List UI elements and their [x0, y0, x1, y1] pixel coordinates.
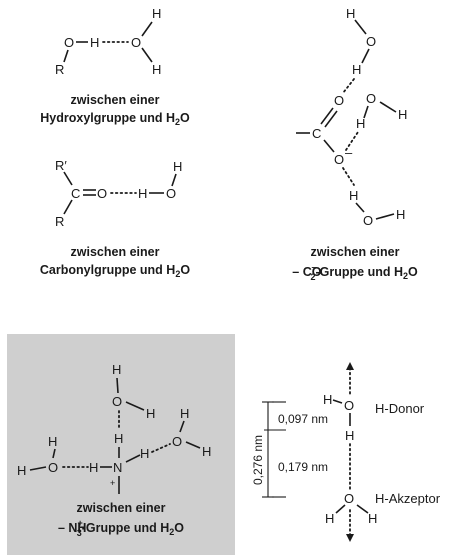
bond-water1-h1: [354, 19, 367, 35]
panel-carbonyl: R′ C O R H O H zwischen einer Carbonylgr…: [40, 158, 190, 279]
bond-water1-h2: [125, 401, 145, 411]
atom-water1-o: O: [366, 34, 376, 49]
atom-acceptor-h1: H: [325, 511, 334, 526]
atom-water1-h1: H: [112, 362, 121, 377]
hbond-carboxylate-2: [345, 131, 359, 151]
atom-water2-o: O: [48, 460, 58, 475]
atom-r-prime: R′: [55, 158, 67, 173]
atom-water-h1: H: [152, 6, 161, 21]
atom-water3-h2: H: [396, 207, 405, 222]
atom-water1-h2: H: [146, 406, 155, 421]
atom-carboxylate-c: C: [312, 126, 321, 141]
atom-water1-h2: H: [352, 62, 361, 77]
bond-c-o2: [323, 139, 335, 153]
atom-donor-h1: H: [323, 392, 332, 407]
atom-ammonium-h2: H: [89, 460, 98, 475]
bond-donor-h1: [332, 399, 343, 404]
label-hbond-distance: 0,179 nm: [278, 460, 328, 474]
caption-hydroxyl-line2: Hydroxylgruppe und H2O: [40, 111, 190, 127]
charge-plus: +: [110, 478, 115, 488]
bond-water-o-h: [171, 173, 177, 187]
bond-c-r: [63, 199, 73, 215]
atom-water1-o: O: [112, 394, 122, 409]
atom-water2-o: O: [366, 91, 376, 106]
bond-water1-h1: [116, 377, 119, 394]
bond-acceptor-h2: [356, 504, 369, 514]
arrowhead-down: [346, 534, 354, 542]
bond-water1-h2: [361, 48, 370, 64]
panel-hydroxyl: O H O H H R zwischen einer Hydroxylgrupp…: [40, 6, 190, 127]
caption-carboxylate-line2: – CO–2-Gruppe und H2O: [292, 262, 418, 282]
bond-acceptor-h1: [335, 504, 346, 514]
bond-water-h2: [141, 47, 153, 63]
bond-water3-h1: [355, 202, 365, 213]
caption-ammonium-line1: zwischen einer: [77, 501, 166, 515]
bond-water3-h2: [375, 213, 395, 220]
atom-water-h2: H: [152, 62, 161, 77]
atom-water3-h1: H: [180, 406, 189, 421]
atom-water-h: H: [138, 186, 147, 201]
atom-hydroxyl-o: O: [64, 35, 74, 50]
atom-water3-h2: H: [202, 444, 211, 459]
bond-c-o1-b: [324, 110, 338, 128]
panel-carboxylate: H O H O C O – H O H H O H zwischen einer…: [292, 6, 418, 282]
label-h-akzeptor: H-Akzeptor: [375, 491, 441, 506]
atom-carboxylate-o1: O: [334, 93, 344, 108]
atom-water-o: O: [166, 186, 176, 201]
bond-water2-h1: [52, 448, 56, 459]
caption-carbonyl-line1: zwischen einer: [71, 245, 160, 259]
hbond-carboxylate-1: [342, 78, 355, 94]
atom-acceptor-h2: H: [368, 511, 377, 526]
panel-ammonium-background: [7, 334, 235, 555]
bond-n-h3: [125, 454, 141, 463]
atom-r: R: [55, 62, 64, 77]
bond-water2-h1: [363, 105, 369, 119]
atom-water3-h1: H: [349, 188, 358, 203]
atom-water3-o: O: [172, 434, 182, 449]
atom-water-h2: H: [173, 159, 182, 174]
atom-r: R: [55, 214, 64, 229]
atom-water-o: O: [131, 35, 141, 50]
bond-water-h1: [141, 21, 153, 37]
atom-water2-h2: H: [17, 463, 26, 478]
atom-water2-h2: H: [398, 107, 407, 122]
hbond-carboxylate-3: [342, 167, 355, 186]
charge-minus: –: [345, 145, 353, 160]
atom-ammonium-n: N: [113, 460, 122, 475]
atom-carboxylate-o2: O: [334, 152, 344, 167]
caption-ammonium-line2: – NH+3-Gruppe und H2O: [58, 518, 184, 538]
label-total-distance: 0,276 nm: [251, 435, 265, 485]
atom-ammonium-h1: H: [114, 431, 123, 446]
atom-hydroxyl-h: H: [90, 35, 99, 50]
label-covalent-distance: 0,097 nm: [278, 412, 328, 426]
label-h-donor: H-Donor: [375, 401, 425, 416]
atom-carbonyl-c: C: [71, 186, 80, 201]
bond-o-r: [63, 49, 69, 63]
atom-acceptor-o: O: [344, 491, 354, 506]
caption-hydroxyl-line1: zwischen einer: [71, 93, 160, 107]
panel-ammonium: H O H H N + H H O H H O H H zwischen ein…: [7, 334, 235, 555]
panel-geometry: 0,276 nm 0,097 nm 0,179 nm H O H H-Donor…: [251, 362, 441, 542]
bond-c-o1-a: [320, 107, 334, 125]
atom-donor-o: O: [344, 398, 354, 413]
bond-water2-h2: [379, 101, 397, 113]
bond-rprime-c: [63, 171, 73, 186]
bond-water3-h1: [179, 420, 185, 433]
atom-donor-h2: H: [345, 428, 354, 443]
atom-water3-o: O: [363, 213, 373, 228]
bond-water2-h2: [29, 466, 47, 471]
bond-water3-h2: [185, 441, 201, 449]
atom-water2-h1: H: [356, 116, 365, 131]
atom-ammonium-h3: H: [140, 446, 149, 461]
atom-water2-h1: H: [48, 434, 57, 449]
arrowhead-up: [346, 362, 354, 370]
hbond-ammonium-3: [151, 443, 171, 453]
caption-carboxylate-line1: zwischen einer: [311, 245, 400, 259]
atom-water1-h1: H: [346, 6, 355, 21]
caption-carbonyl-line2: Carbonylgruppe und H2O: [40, 263, 190, 279]
atom-carbonyl-o: O: [97, 186, 107, 201]
